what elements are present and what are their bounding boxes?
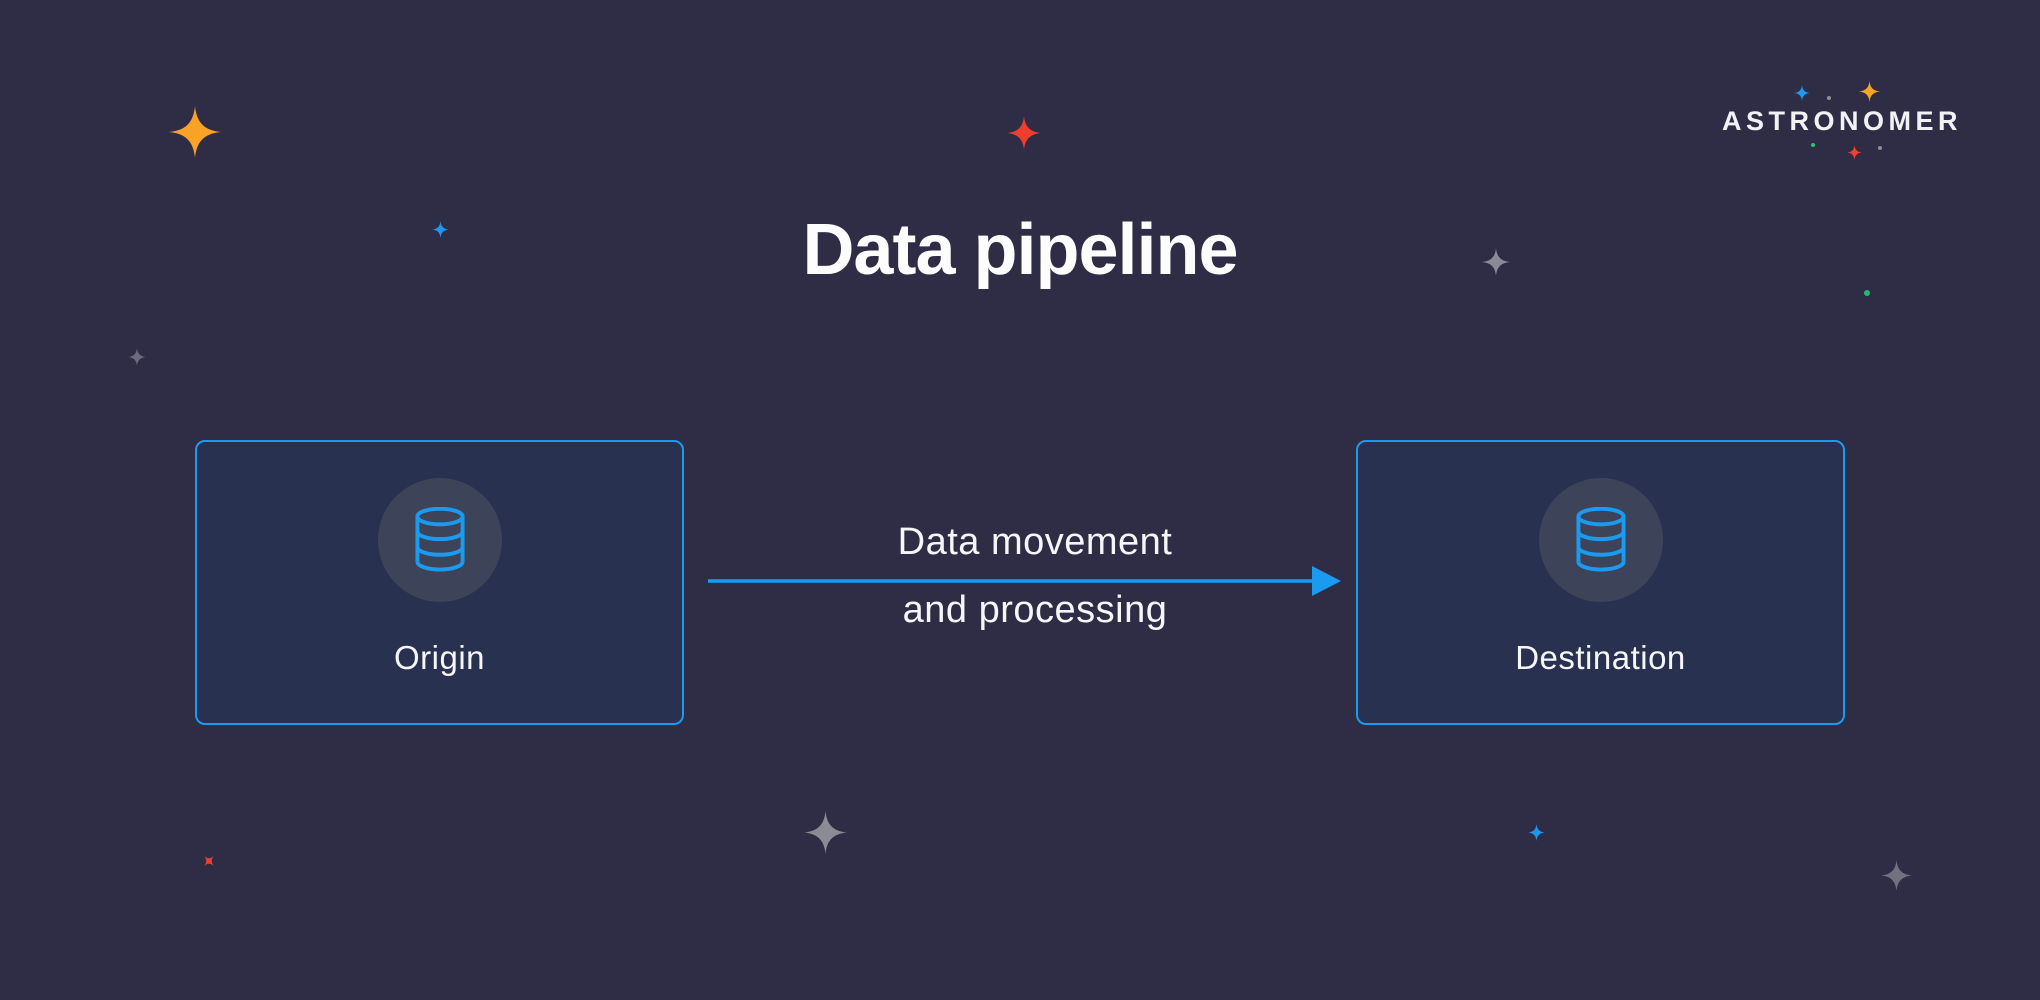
logo-gray-dot-top-dot-icon <box>1827 96 1831 100</box>
green-dot-right-dot-icon <box>1864 290 1870 296</box>
flow-arrow-icon <box>708 566 1341 596</box>
database-icon <box>414 507 465 572</box>
logo-red-sparkle-icon <box>1846 144 1862 160</box>
destination-label: Destination <box>1515 639 1686 676</box>
origin-label: Origin <box>393 639 486 676</box>
gray-sparkle-mid-left-icon <box>128 348 146 366</box>
logo-green-dot-dot-icon <box>1811 143 1815 147</box>
page-title: Data pipeline <box>802 210 1238 290</box>
orange-sparkle-top-left-icon <box>169 106 221 158</box>
blue-sparkle-bottom-right-icon <box>1527 823 1545 841</box>
red-sparkle-bottom-left-icon <box>204 856 214 866</box>
flow-label-line2: and processing <box>902 589 1168 631</box>
red-sparkle-top-center-icon <box>1007 116 1041 150</box>
flow-label: Data movement and processing <box>835 508 1235 644</box>
destination-icon-circle <box>1538 478 1663 602</box>
destination-node: Destination <box>1356 440 1845 725</box>
flow-label-line1: Data movement <box>897 521 1173 563</box>
logo-orange-sparkle-icon <box>1858 80 1880 102</box>
astronomer-logo: ASTRONOMER <box>1722 106 1962 136</box>
logo-gray-dot-bottom-dot-icon <box>1878 146 1882 150</box>
logo-blue-sparkle-icon <box>1794 85 1810 101</box>
origin-icon-circle <box>377 478 502 602</box>
gray-sparkle-bottom-center-icon <box>803 810 847 854</box>
database-icon <box>1575 507 1626 572</box>
origin-node: Origin <box>195 440 684 725</box>
gray-sparkle-far-right-icon <box>1880 859 1912 891</box>
